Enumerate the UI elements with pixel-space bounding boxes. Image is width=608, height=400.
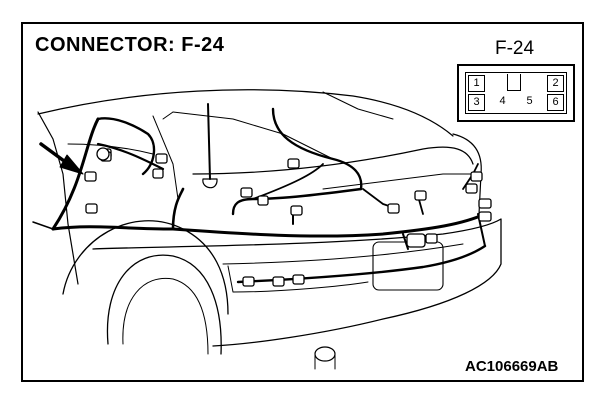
connector-pin: 4 [499,95,506,107]
roof-outline [37,89,454,137]
rear-window-edge [172,111,334,160]
bumper-harness [236,244,487,284]
figure-reference-code: AC106669AB [465,358,559,375]
main-harness [51,212,487,238]
trunk-harness [271,107,363,191]
antenna-mast [207,103,211,180]
connector-housing: 1 2 3 4 5 6 [465,72,567,114]
rear-tire [106,254,222,355]
trunk-lid [192,146,474,175]
connector-inset-label: F-24 [495,38,535,59]
connector-pin: 5 [526,95,533,107]
exhaust-tip [314,346,336,362]
diagram-title: CONNECTOR: F-24 [35,34,225,56]
diagram-frame: CONNECTOR: F-24 F-24 1 2 3 4 5 6 AC10666… [21,22,584,382]
wheel-arch [62,220,229,315]
vehicle-rear-harness-illustration [32,89,502,370]
connector-pin: 2 [547,75,564,92]
rear-bumper [92,218,502,347]
connector-face-diagram: 1 2 3 4 5 6 [457,64,575,122]
connector-pin: 3 [468,94,485,111]
connector-key-notch [507,74,521,91]
connector-pin: 6 [547,94,564,111]
quarter-panel [37,111,79,285]
connector-pin: 1 [468,75,485,92]
